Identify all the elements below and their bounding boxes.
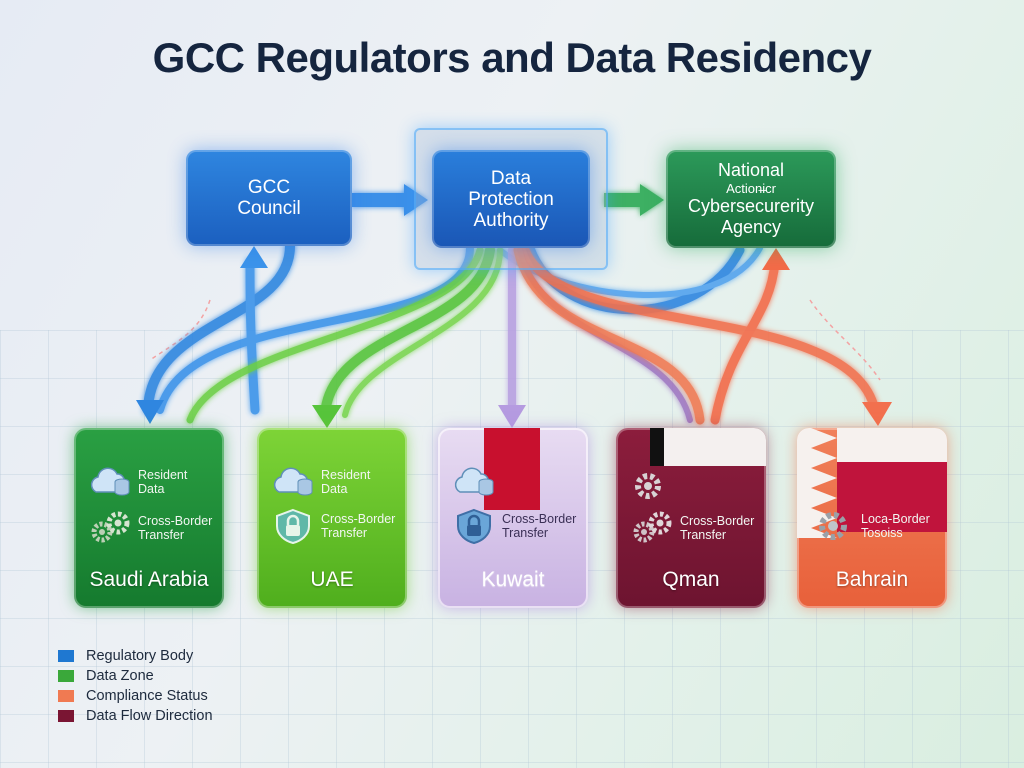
padlock-shield-icon	[276, 508, 310, 544]
national-cybersecurity-agency-box[interactable]: National Αction̶icr Cybersecurerity Agen…	[666, 150, 836, 248]
arrowhead-gcc-up	[240, 246, 268, 268]
legend-item-compliance-status: Compliance Status	[58, 686, 213, 706]
resident-data-row: Resident Data	[88, 464, 187, 500]
legend-item-data-flow-direction: Data Flow Direction	[58, 706, 213, 726]
cross-border-label-1: Cross-Border	[502, 512, 577, 526]
resident-label-1: Resident	[138, 468, 188, 482]
gear-row	[630, 468, 674, 504]
cross-border-row: Cross-Border Transfer	[630, 510, 754, 546]
legend-label: Regulatory Body	[86, 648, 194, 664]
country-card-oman[interactable]: Cross-Border Transfer Qman	[616, 428, 766, 608]
arrowhead-kuwait	[498, 405, 526, 428]
cloud-database-icon	[273, 467, 313, 496]
nca-line-4: Agency	[720, 217, 782, 237]
arrow-dpa-to-nca-head	[640, 184, 664, 216]
flow-dpa-to-saudi-green	[186, 246, 484, 424]
flow-dpa-to-bahrain	[520, 245, 880, 415]
legend-label: Compliance Status	[86, 688, 208, 704]
cross-border-row: Cross-Border Transfer	[271, 508, 395, 544]
nca-line-3: Cybersecurerity	[687, 196, 815, 216]
cloud-database-icon	[454, 467, 494, 496]
legend-swatch	[58, 690, 74, 702]
faint-flow-left	[149, 299, 211, 361]
arrow-gcc-to-dpa-head	[404, 184, 428, 216]
flow-oman-to-nca	[710, 257, 780, 425]
resident-label-1: Resident	[321, 468, 371, 482]
dpa-line-1: Data	[490, 167, 532, 189]
dpa-line-3: Authority	[473, 209, 549, 231]
padlock-shield-icon	[457, 508, 491, 544]
country-name: Bahrain	[835, 568, 909, 591]
flag-white-band	[837, 428, 947, 462]
resident-data-row: Resident Data	[271, 464, 370, 500]
local-border-row: Loca-Border Tosoiss	[811, 508, 930, 544]
gcc-council-line-1: GCC	[247, 177, 291, 198]
legend-swatch	[58, 670, 74, 682]
data-protection-authority-box[interactable]: Data Protection Authority	[432, 150, 590, 248]
flow-saudi-to-gcc	[245, 257, 260, 415]
arrowhead-uae	[312, 405, 342, 428]
legend-label: Data Zone	[86, 668, 154, 684]
cross-border-label-2: Transfer	[138, 528, 185, 542]
cross-border-row: Cross-Border Transfer	[452, 508, 576, 544]
country-card-bahrain[interactable]: Loca-Border Tosoiss Bahrain	[797, 428, 947, 608]
flag-serrated-edge	[797, 428, 837, 538]
flag-black-band	[650, 428, 664, 466]
nca-line-2: Αction̶icr	[726, 181, 776, 196]
country-card-saudi-arabia[interactable]: Resident Data Cross-Border Transfer Saud…	[74, 428, 224, 608]
country-name: Kuwait	[481, 568, 545, 591]
flow-gcc-to-saudi	[143, 241, 295, 415]
flow-dpa-to-uae	[320, 245, 495, 420]
legend-label: Data Flow Direction	[86, 708, 213, 724]
arrowhead-saudi	[136, 400, 164, 424]
country-name: Qman	[662, 568, 720, 591]
legend: Regulatory Body Data Zone Compliance Sta…	[58, 646, 213, 726]
cross-border-label-1: Cross-Border	[138, 514, 213, 528]
cross-border-label-1: Cross-Border	[680, 514, 755, 528]
flag-red-band	[484, 428, 540, 510]
country-name: UAE	[310, 568, 354, 591]
gears-icon	[91, 511, 130, 543]
flow-dpa-to-oman	[513, 245, 705, 425]
country-card-kuwait[interactable]: Cross-Border Transfer Kuwait	[438, 428, 588, 608]
legend-item-regulatory-body: Regulatory Body	[58, 646, 213, 666]
cross-border-label-1: Cross-Border	[321, 512, 396, 526]
cloud-row	[452, 464, 496, 500]
page-title: GCC Regulators and Data Residency	[152, 34, 872, 81]
dpa-line-2: Protection	[468, 188, 554, 210]
gears-icon	[819, 512, 847, 540]
flow-dpa-to-uae-2	[342, 247, 503, 418]
resident-label-2: Data	[138, 482, 165, 496]
flag-red-field	[837, 462, 947, 532]
legend-swatch	[58, 710, 74, 722]
cross-border-row: Cross-Border Transfer	[88, 510, 212, 546]
legend-swatch	[58, 650, 74, 662]
arrowhead-bahrain	[862, 402, 892, 426]
flag-white-band	[664, 428, 766, 466]
gcc-council-box[interactable]: GCC Council	[186, 150, 352, 246]
country-card-uae[interactable]: Resident Data Cross-Border Transfer UAE	[257, 428, 407, 608]
faint-flow-right	[809, 299, 881, 381]
gcc-council-line-2: Council	[237, 198, 301, 219]
gears-icon	[633, 511, 672, 543]
nca-line-1: National	[717, 160, 785, 180]
cross-border-label-2: Transfer	[502, 526, 549, 540]
arrowhead-nca-up	[762, 248, 790, 270]
gears-icon	[635, 473, 661, 499]
local-border-label-1: Loca-Border	[861, 512, 930, 526]
cross-border-label-2: Transfer	[680, 528, 727, 542]
legend-item-data-zone: Data Zone	[58, 666, 213, 686]
local-border-label-2: Tosoiss	[861, 526, 903, 540]
resident-label-2: Data	[321, 482, 348, 496]
country-name: Saudi Arabia	[89, 568, 209, 591]
cloud-database-icon	[90, 467, 130, 496]
cross-border-label-2: Transfer	[321, 526, 368, 540]
